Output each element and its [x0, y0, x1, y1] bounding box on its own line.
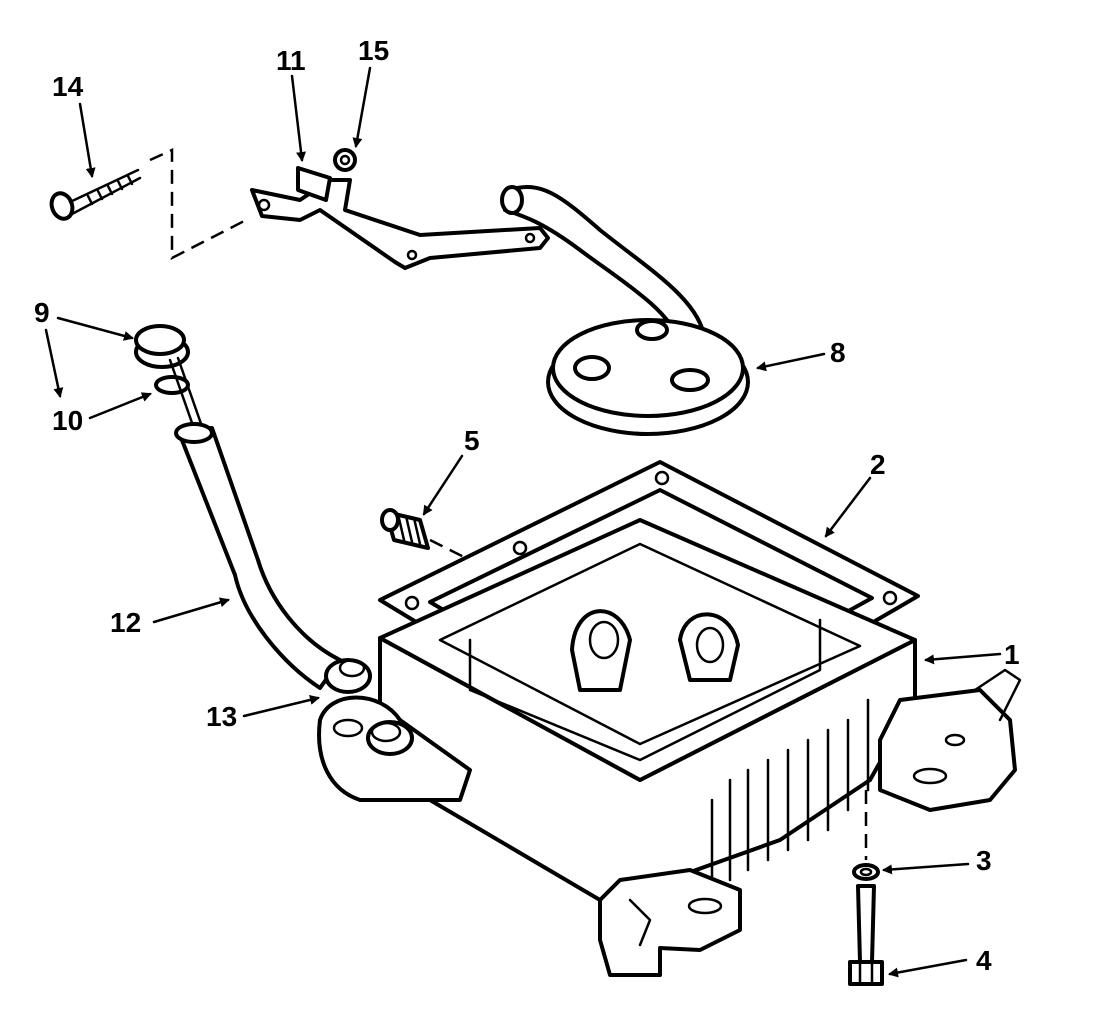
callout-12: 12 — [110, 607, 141, 638]
leader-8 — [756, 352, 826, 372]
callout-labels: 14 11 15 9 10 8 5 2 12 13 1 3 4 — [34, 35, 1020, 976]
callout-1: 1 — [1004, 639, 1020, 670]
callout-8: 8 — [830, 337, 846, 368]
alignment-line-plug — [429, 538, 471, 562]
callout-13: 13 — [206, 701, 237, 732]
dipstick-cap-part-9 — [134, 324, 190, 369]
bracket-part-11 — [250, 166, 550, 270]
callout-14: 14 — [52, 71, 84, 102]
leader-10 — [88, 392, 152, 420]
nut-part-15 — [333, 148, 357, 172]
grommet-part-13 — [324, 658, 372, 694]
leader-2 — [824, 476, 872, 538]
leader-11 — [290, 74, 307, 162]
leader-5 — [422, 454, 464, 516]
leader-14 — [78, 102, 96, 178]
leader-3 — [882, 862, 970, 875]
callout-5: 5 — [464, 425, 480, 456]
plug-part-5 — [380, 508, 430, 550]
alignment-line-screw — [149, 148, 251, 261]
callout-15: 15 — [358, 35, 389, 66]
leader-4 — [888, 958, 968, 978]
leader-9b — [44, 328, 64, 398]
leader-9a — [56, 316, 134, 341]
callout-4: 4 — [976, 945, 992, 976]
leader-12 — [152, 597, 230, 624]
leader-15 — [352, 66, 372, 148]
leader-1 — [924, 652, 1002, 665]
callout-11: 11 — [276, 45, 306, 76]
callout-3: 3 — [976, 845, 992, 876]
callout-2: 2 — [870, 449, 886, 480]
leader-arrows — [44, 66, 1002, 978]
o-ring-part-10 — [154, 375, 190, 395]
screw-part-14 — [49, 168, 142, 221]
bolt-part-4 — [848, 884, 884, 986]
callout-9: 9 — [34, 297, 50, 328]
crankcase-base-part-1 — [317, 518, 1022, 977]
dipstick-tube-part-12 — [168, 356, 342, 690]
leader-13 — [242, 695, 320, 718]
oil-pickup-part-8 — [500, 184, 750, 436]
washer-part-3 — [852, 863, 880, 881]
callout-10: 10 — [52, 405, 83, 436]
